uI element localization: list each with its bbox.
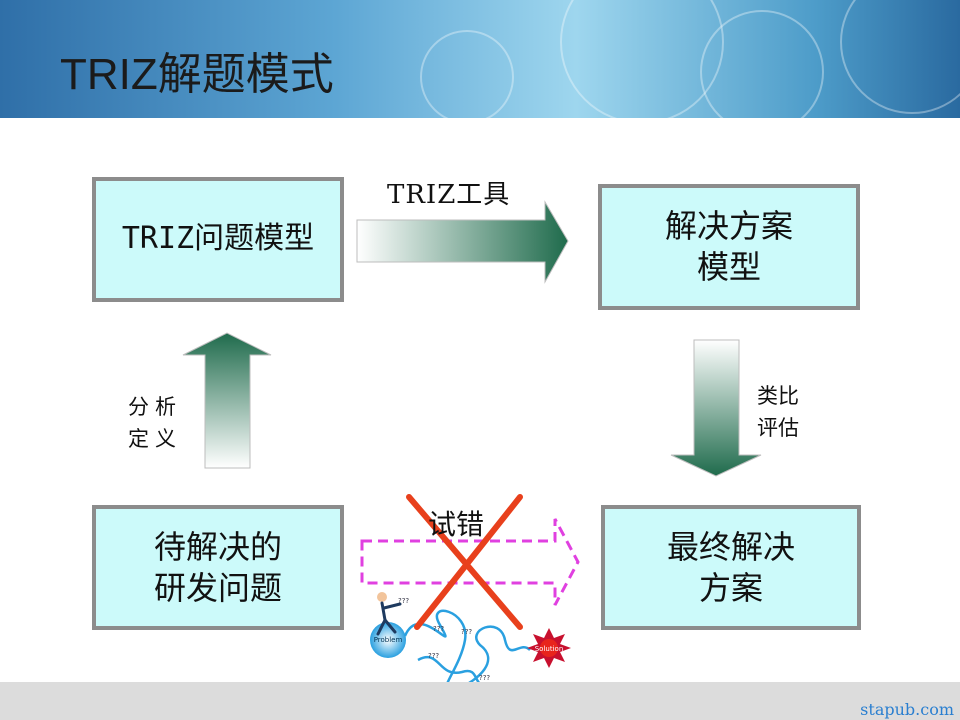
rd-problem-label: 待解决的 研发问题 — [153, 527, 282, 607]
banner-swirl-decoration — [840, 0, 960, 114]
solution-model-label: 解决方案 模型 — [664, 207, 793, 286]
trial-error-dashed-arrow — [360, 518, 580, 606]
analogy-evaluate-arrow — [670, 339, 762, 477]
triz-problem-model-box: TRIZ问题模型 — [92, 177, 344, 302]
person-icon — [376, 592, 402, 636]
slide-title: TRIZ解题模式 — [60, 50, 334, 99]
question-marks: ??? — [433, 625, 444, 633]
banner-swirl-decoration — [700, 10, 824, 118]
question-marks: ??? — [398, 597, 409, 605]
final-solution-box: 最终解决 方案 — [601, 505, 861, 630]
question-marks: ??? — [479, 674, 490, 682]
rd-problem-box: 待解决的 研发问题 — [92, 505, 344, 630]
banner-swirl-decoration — [420, 30, 514, 118]
trial-error-label: 试错 — [428, 508, 485, 541]
analyze-define-label: 分析 定义 — [128, 395, 182, 451]
solution-model-box: 解决方案 模型 — [598, 184, 860, 310]
trial-error-illustration: Problem Solution ??? ??? ??? ??? ??? — [360, 518, 580, 702]
triz-tools-arrow — [356, 200, 569, 284]
final-solution-label: 最终解决 方案 — [666, 527, 795, 607]
solution-label: Solution — [535, 645, 564, 653]
footer-website-text: stapub.com — [860, 700, 954, 719]
analyze-define-arrow — [182, 332, 272, 469]
footer-bar — [0, 682, 960, 720]
solution-burst-core — [540, 639, 558, 657]
problem-label: Problem — [374, 636, 403, 644]
triz-problem-model-label: TRIZ问题模型 — [121, 221, 315, 257]
rejection-cross-icon — [406, 494, 523, 630]
question-marks: ??? — [428, 652, 439, 660]
question-marks: ??? — [461, 628, 472, 636]
triz-tools-label: TRIZ工具 — [387, 180, 511, 210]
header-banner — [0, 0, 960, 118]
analogy-evaluate-label: 类比 评估 — [757, 384, 799, 440]
